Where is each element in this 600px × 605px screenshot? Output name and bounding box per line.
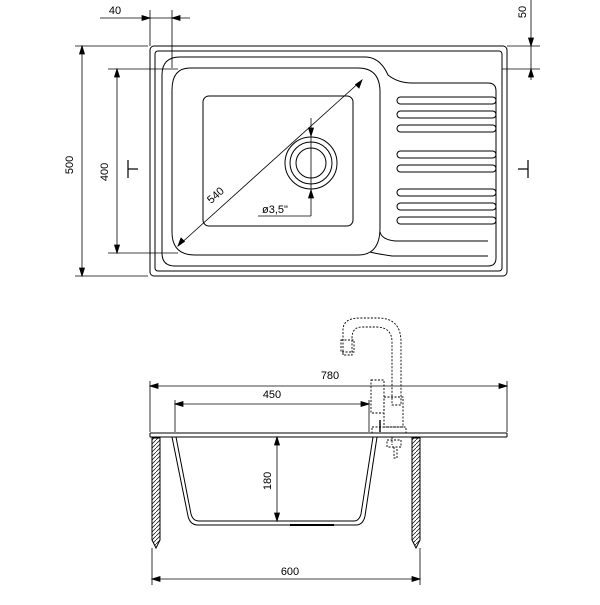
label-dim-450: 450: [263, 389, 281, 401]
rib: [396, 110, 497, 119]
bowl-profile-inner: [175, 436, 374, 522]
rib: [396, 164, 497, 173]
label-dim-400: 400: [99, 163, 111, 181]
cabinet-wall-left: [151, 437, 161, 550]
faucet-body: [383, 396, 404, 428]
rib: [396, 202, 497, 211]
sink-outer-rim: [149, 45, 508, 277]
rib: [396, 150, 497, 159]
label-dim-540: 540: [205, 185, 227, 206]
label-dim-180: 180: [262, 472, 274, 490]
faucet-aerator: [340, 339, 355, 353]
label-dim-780: 780: [321, 370, 339, 382]
rib: [396, 188, 497, 197]
sink-inner-rim: [154, 50, 503, 272]
dim-180: [273, 435, 281, 523]
dim-50: [502, 0, 540, 80]
label-drain-diameter: ø3,5": [262, 204, 288, 216]
dim-400: [108, 67, 178, 255]
bowl-profile-outer: [171, 436, 378, 526]
dim-40: [100, 10, 190, 68]
dim-500: [75, 44, 148, 278]
bowl-outer-contour: [161, 56, 497, 267]
faucet: [340, 317, 407, 459]
rib: [396, 124, 497, 133]
dim-780: [148, 381, 509, 432]
faucet-spout: [342, 317, 402, 406]
faucet-hose: [393, 447, 398, 459]
bowl-bottom: [202, 95, 354, 227]
faucet-handle: [370, 379, 385, 414]
faucet-base: [371, 426, 407, 434]
section-marker-left: [127, 160, 138, 178]
cabinet-wall-right: [411, 437, 421, 550]
top-view: [75, 0, 540, 278]
drainboard-edge-lower: [369, 251, 488, 257]
section-view: [148, 317, 509, 585]
label-dim-40: 40: [109, 5, 121, 17]
rib: [396, 96, 497, 105]
label-dim-500: 500: [64, 156, 76, 174]
rib: [396, 216, 497, 225]
dim-540-diagonal: [177, 78, 363, 248]
drain-leader: [258, 118, 315, 217]
bowl-inner-contour: [171, 67, 381, 256]
dim-600: [150, 548, 422, 585]
label-dim-600: 600: [281, 566, 299, 578]
drainboard-edge: [379, 231, 488, 242]
label-dim-50: 50: [517, 6, 529, 18]
faucet-nut: [386, 439, 402, 448]
section-marker-right: [518, 160, 529, 178]
drainboard-ribs: [396, 96, 497, 225]
dim-450: [173, 400, 371, 432]
